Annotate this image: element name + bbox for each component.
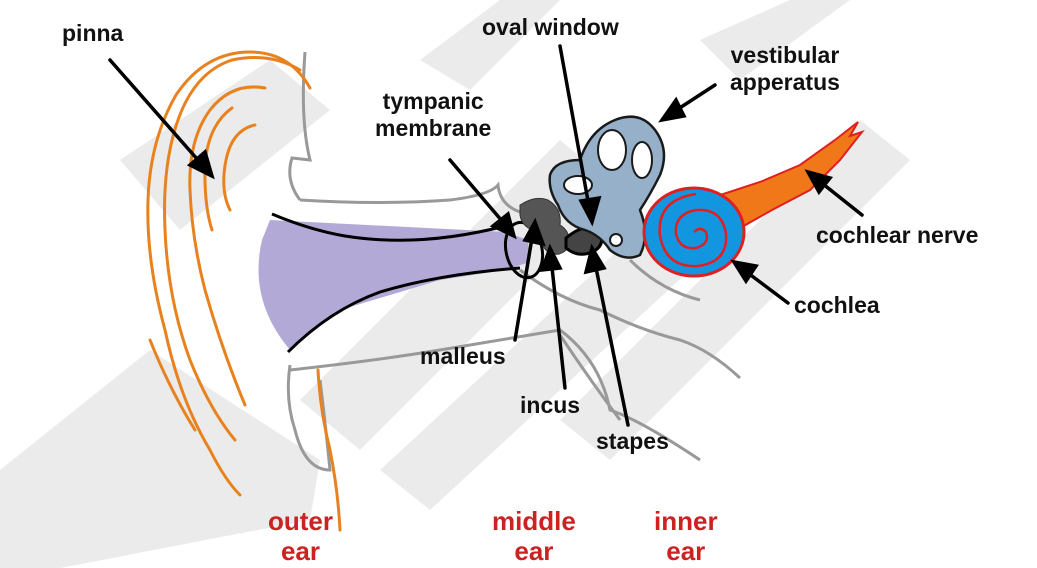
label-vestibular-apparatus: vestibular apperatus (730, 42, 840, 96)
label-tympanic-line2: membrane (375, 115, 491, 142)
label-cochlear-nerve: cochlear nerve (816, 222, 978, 249)
label-stapes: stapes (596, 428, 669, 455)
label-incus: incus (520, 392, 580, 419)
label-tympanic-line1: tympanic (375, 88, 491, 115)
region-outer-line1: outer (268, 506, 333, 536)
label-cochlea: cochlea (794, 292, 880, 319)
label-vestibular-line2: apperatus (730, 69, 840, 96)
label-malleus: malleus (420, 343, 506, 370)
region-outer-ear: outer ear (268, 506, 333, 566)
region-outer-line2: ear (268, 536, 333, 566)
label-vestibular-line1: vestibular (730, 42, 840, 69)
region-inner-ear: inner ear (654, 506, 718, 566)
region-middle-line1: middle (492, 506, 576, 536)
region-middle-ear: middle ear (492, 506, 576, 566)
label-oval-window: oval window (482, 14, 619, 41)
region-middle-line2: ear (492, 536, 576, 566)
region-inner-line2: ear (654, 536, 718, 566)
label-tympanic-membrane: tympanic membrane (375, 88, 491, 142)
region-inner-line1: inner (654, 506, 718, 536)
cochlea (644, 188, 744, 276)
arrowhead-vestibular (662, 100, 684, 120)
label-pinna: pinna (62, 20, 123, 47)
